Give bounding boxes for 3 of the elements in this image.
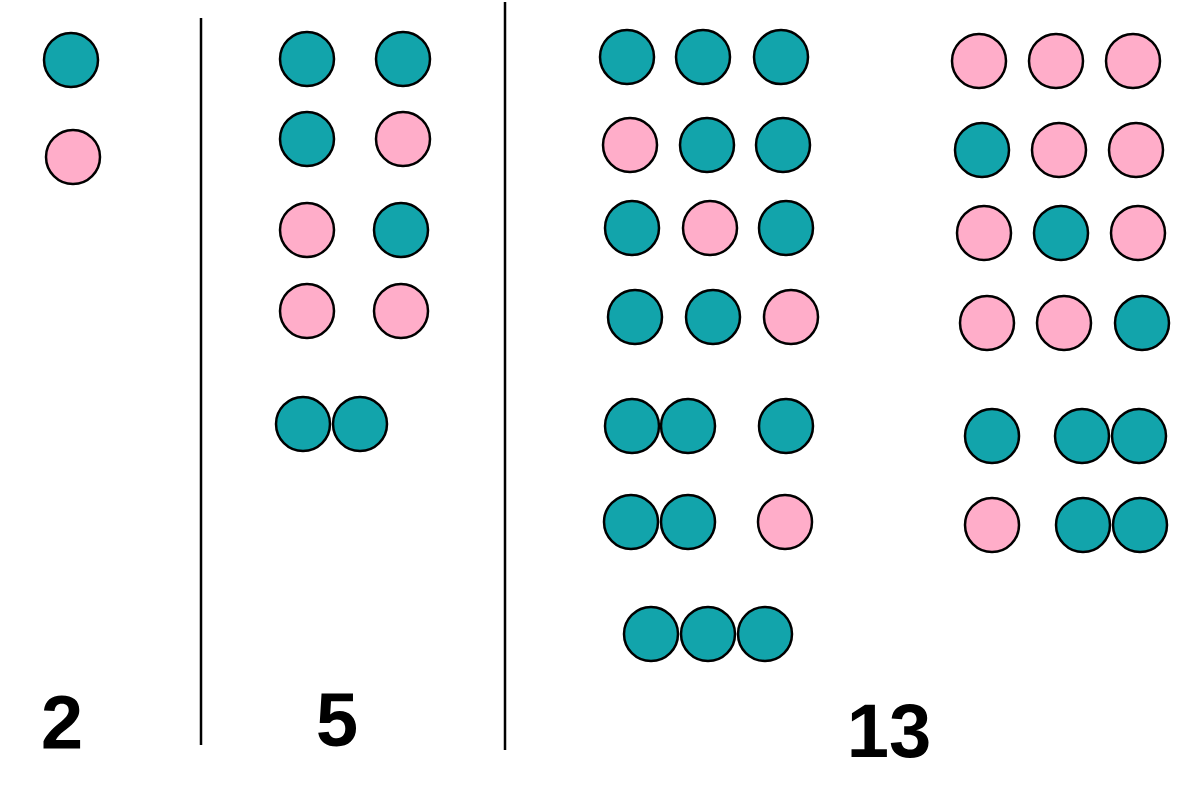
number-label: 5 <box>318 693 356 747</box>
number-label: 2 <box>43 695 81 749</box>
number-label: 13 <box>851 704 929 758</box>
